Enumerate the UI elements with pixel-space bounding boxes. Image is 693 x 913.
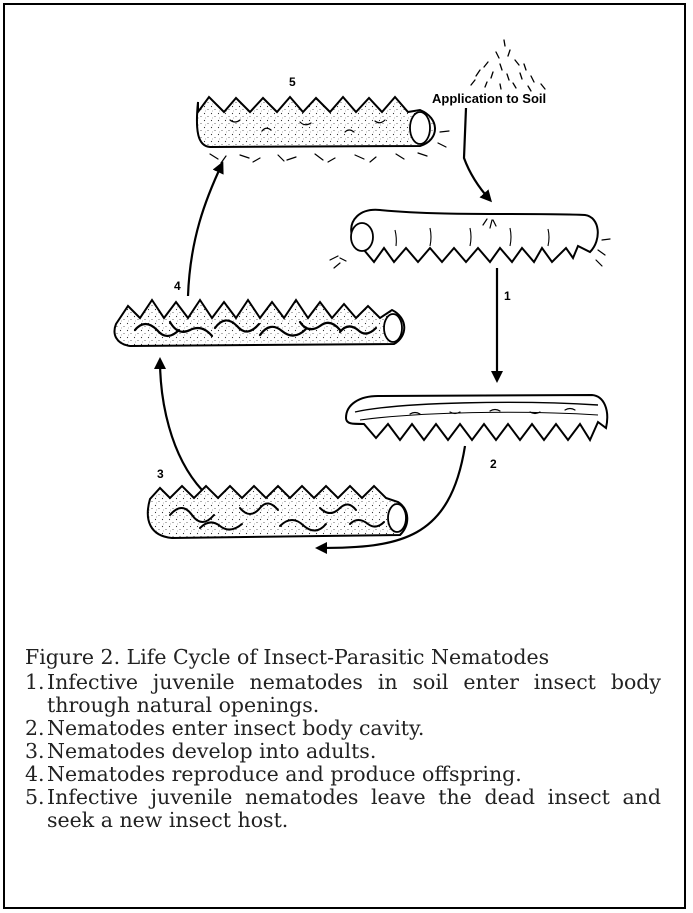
- caption-title: Figure 2. Life Cycle of Insect-Parasitic…: [25, 646, 675, 669]
- caption-step-2: 2. Nematodes enter insect body cavity.: [25, 717, 675, 740]
- step-number: 2.: [25, 717, 47, 740]
- step-text: Infective juvenile nematodes in soil ent…: [47, 671, 675, 717]
- step-number: 5.: [25, 786, 47, 832]
- caption-step-1: 1. Infective juvenile nematodes in soil …: [25, 671, 675, 717]
- step-text: Infective juvenile nematodes leave the d…: [47, 786, 675, 832]
- caption-step-3: 3. Nematodes develop into adults.: [25, 740, 675, 763]
- life-cycle-diagram: Application to Soil 5: [0, 0, 693, 640]
- larva-stage-2: [346, 395, 607, 440]
- arrow-application-to-stage-1: [464, 108, 490, 200]
- arrow-stage-3-to-stage-4: [160, 360, 202, 490]
- step-number: 3.: [25, 740, 47, 763]
- larva-stage-3: [148, 486, 407, 538]
- larva-stage-5: [197, 97, 449, 163]
- stage-number-1: 1: [504, 289, 511, 303]
- caption-step-5: 5. Infective juvenile nematodes leave th…: [25, 786, 675, 832]
- step-text: Nematodes enter insect body cavity.: [47, 717, 675, 740]
- stage-number-5: 5: [289, 75, 296, 89]
- caption-step-4: 4. Nematodes reproduce and produce offsp…: [25, 763, 675, 786]
- stage-number-4: 4: [174, 279, 181, 293]
- larva-stage-1: [330, 210, 610, 268]
- larva-stage-4: [115, 300, 405, 346]
- step-number: 1.: [25, 671, 47, 717]
- figure-caption: Figure 2. Life Cycle of Insect-Parasitic…: [25, 646, 675, 832]
- stage-number-2: 2: [490, 457, 497, 471]
- arrow-stage-4-to-stage-5: [188, 164, 222, 296]
- caption-steps: 1. Infective juvenile nematodes in soil …: [25, 671, 675, 832]
- step-number: 4.: [25, 763, 47, 786]
- step-text: Nematodes develop into adults.: [47, 740, 675, 763]
- stage-number-3: 3: [157, 467, 164, 481]
- application-label: Application to Soil: [432, 91, 546, 106]
- soil-application-sprinkle: [471, 40, 545, 91]
- step-text: Nematodes reproduce and produce offsprin…: [47, 763, 675, 786]
